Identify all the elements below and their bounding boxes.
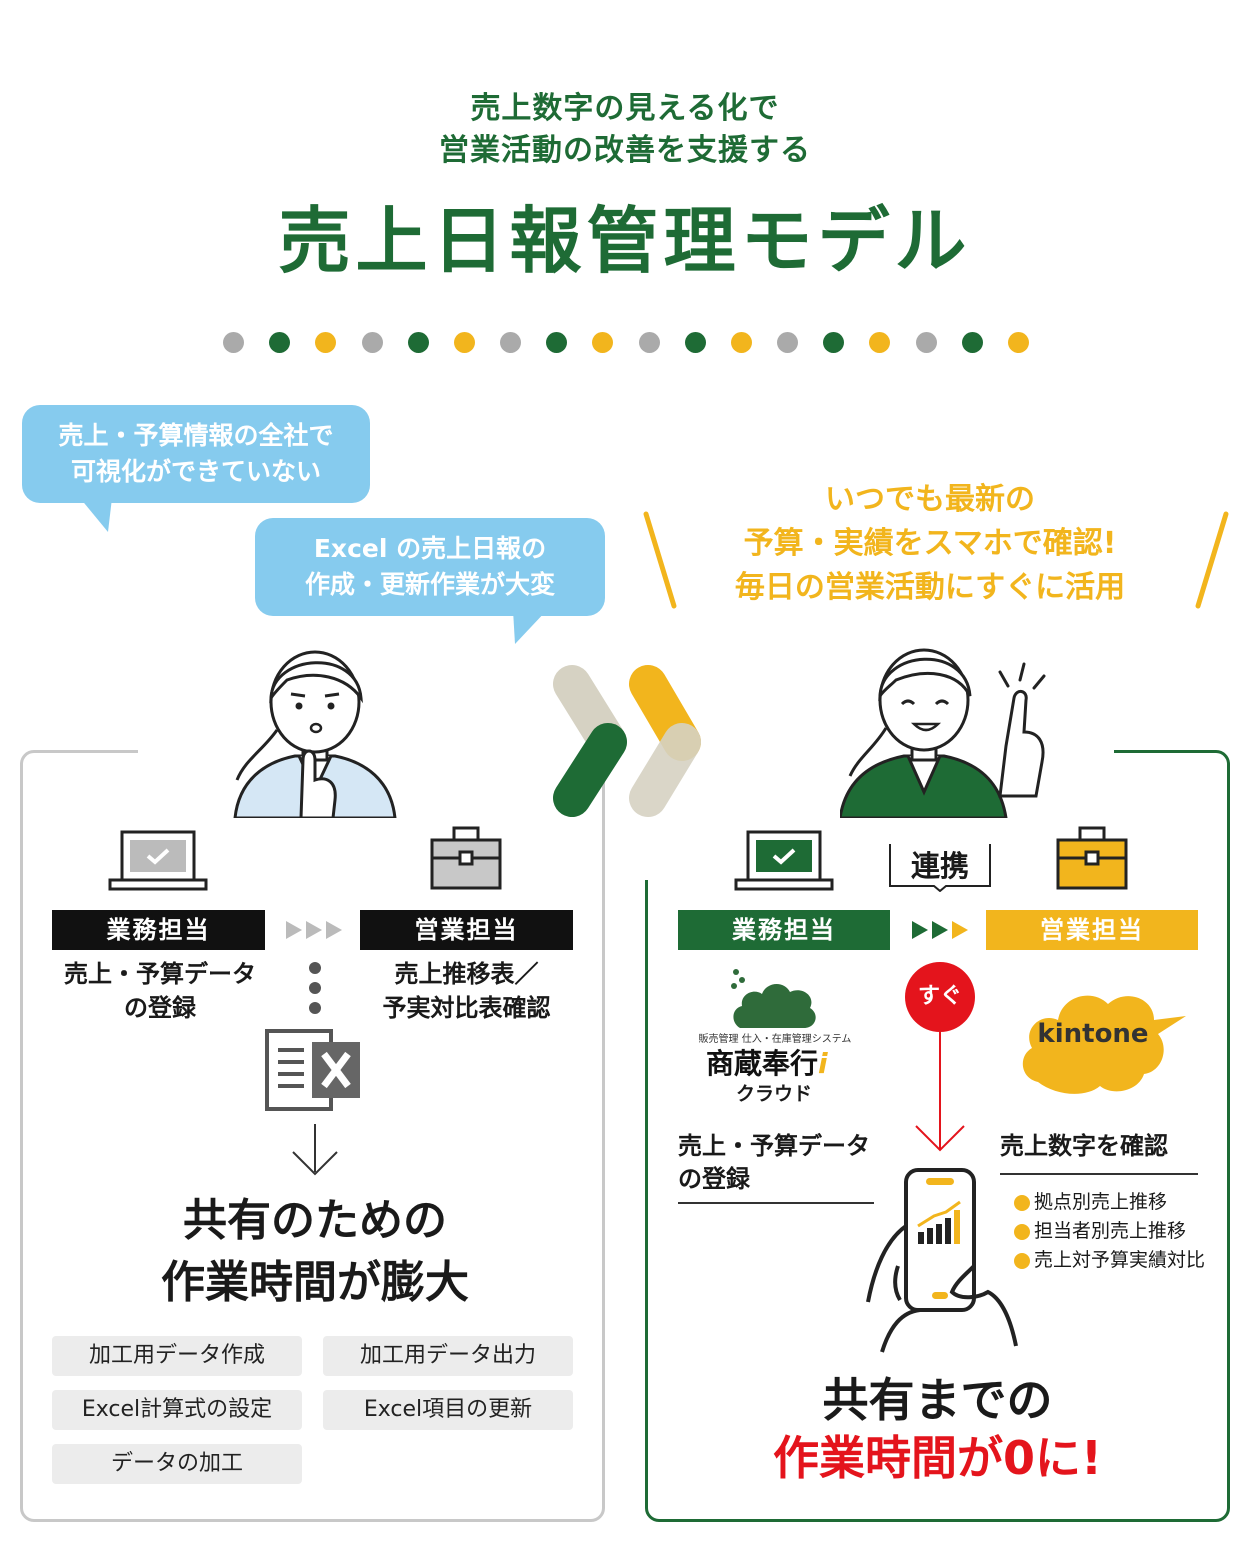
after-result-line-1: 共有までの	[822, 1373, 1053, 1427]
chevron-arrows-icon	[553, 665, 701, 817]
excel-icon	[265, 1029, 360, 1111]
kintone-cloud-logo	[1022, 995, 1186, 1094]
after-result-line-2: 作業時間が0に!	[773, 1431, 1102, 1485]
vertical-dots-icon	[309, 962, 321, 1014]
product-name-text: 商蔵奉行	[706, 1047, 819, 1080]
instant-badge: すぐ	[905, 962, 975, 1032]
after-message-line-1: いつでも最新の	[825, 482, 1035, 517]
list-item: 売上対予算実績対比	[1014, 1246, 1234, 1275]
desc-data-registration: 売上・予算データ の登録	[40, 957, 280, 1025]
desc-line-2: の登録	[124, 994, 196, 1022]
bubble-1-line-1: 売上・予算情報の全社で	[58, 421, 334, 450]
divider-dot	[1007, 331, 1029, 353]
role-label-operations: 業務担当	[678, 910, 890, 950]
divider-dot	[269, 331, 291, 353]
product-tree-logo	[731, 969, 816, 1028]
laptop-icon	[108, 830, 208, 891]
task-tag: 加工用データ作成	[52, 1336, 302, 1376]
dot-divider	[223, 330, 1029, 354]
happy-person-illustration	[840, 648, 1046, 818]
divider-dot	[777, 331, 799, 353]
page-title: 売上日報管理モデル	[278, 199, 972, 283]
smartphone-hand-illustration	[866, 1168, 1018, 1353]
after-message: いつでも最新の 予算・実績をスマホで確認! 毎日の営業活動にすぐに活用	[650, 478, 1210, 610]
desc-line-2: の登録	[678, 1165, 750, 1193]
product-name: 商蔵奉行i	[706, 1046, 856, 1082]
bullet-icon	[1014, 1252, 1030, 1269]
divider-dot	[546, 331, 568, 353]
before-result: 共有のための 作業時間が膨大	[40, 1190, 590, 1314]
divider-dot	[684, 331, 706, 353]
product-suffix: クラウド	[736, 1083, 813, 1105]
task-tag: Excel項目の更新	[323, 1390, 573, 1430]
role-label-operations: 業務担当	[52, 910, 265, 950]
divider	[1000, 1173, 1198, 1175]
task-tag: Excel計算式の設定	[52, 1390, 302, 1430]
divider-dot	[915, 331, 937, 353]
down-arrow-icon	[292, 1124, 338, 1176]
subtitle-line-2: 営業活動の改善を支援する	[439, 133, 811, 168]
desc-line-1: 売上・予算データ	[678, 1132, 870, 1160]
divider-dot	[407, 331, 429, 353]
divider-dot	[823, 331, 845, 353]
list-item-label: 売上対予算実績対比	[1034, 1249, 1206, 1271]
desc-line-1: 売上推移表／	[394, 960, 539, 988]
divider-dot	[315, 331, 337, 353]
divider-dot	[592, 331, 614, 353]
kintone-label: kintone	[1037, 1019, 1149, 1049]
triple-arrow-icon	[286, 921, 342, 939]
briefcase-icon	[1056, 826, 1128, 890]
list-item: 担当者別売上推移	[1014, 1217, 1234, 1246]
speech-bubble-excel: Excel の売上日報の 作成・更新作業が大変	[255, 518, 605, 616]
task-tag: 加工用データ出力	[323, 1336, 573, 1376]
speech-bubble-visibility: 売上・予算情報の全社で 可視化ができていない	[22, 405, 370, 503]
list-item: 拠点別売上推移	[1014, 1188, 1234, 1217]
before-result-line-2: 作業時間が膨大	[161, 1257, 469, 1308]
bubble-2-tail	[513, 610, 547, 644]
divider	[678, 1202, 874, 1204]
role-label-sales: 営業担当	[360, 910, 573, 950]
laptop-icon	[734, 830, 834, 891]
after-message-line-3: 毎日の営業活動にすぐに活用	[734, 570, 1126, 605]
role-label-sales: 営業担当	[986, 910, 1198, 950]
desc-line-2: 予実対比表確認	[382, 994, 551, 1022]
divider-dot	[361, 331, 383, 353]
subtitle: 売上数字の見える化で 営業活動の改善を支援する	[0, 88, 1250, 172]
bubble-2-line-1: Excel の売上日報の	[313, 534, 547, 563]
slash-left-icon	[643, 511, 677, 609]
divider-dot	[500, 331, 522, 353]
confirm-list: 拠点別売上推移 担当者別売上推移 売上対予算実績対比	[1014, 1188, 1234, 1275]
bubble-1-tail	[80, 498, 112, 532]
list-item-label: 拠点別売上推移	[1034, 1191, 1168, 1213]
briefcase-icon	[430, 826, 502, 890]
subtitle-line-1: 売上数字の見える化で	[470, 91, 780, 126]
bubble-2-line-2: 作成・更新作業が大変	[304, 570, 555, 599]
after-message-line-2: 予算・実績をスマホで確認!	[743, 526, 1117, 561]
divider-dot	[869, 331, 891, 353]
worried-person-illustration	[233, 650, 397, 818]
red-down-arrow-icon	[915, 1030, 965, 1152]
bubble-1-line-2: 可視化ができていない	[70, 457, 321, 486]
slash-right-icon	[1195, 511, 1229, 609]
product-i-mark: i	[818, 1047, 828, 1080]
triple-arrow-icon	[912, 921, 968, 939]
divider-dot	[223, 331, 244, 353]
divider-dot	[730, 331, 752, 353]
task-tag: データの加工	[52, 1444, 302, 1484]
desc-line-1: 売上・予算データ	[64, 960, 256, 988]
divider-dot	[638, 331, 660, 353]
divider-dot	[453, 331, 475, 353]
before-result-line-1: 共有のための	[183, 1195, 447, 1246]
product-subtitle: 販売管理 仕入・在庫管理システム	[698, 1034, 852, 1045]
bullet-icon	[1014, 1194, 1030, 1211]
link-bracket	[889, 844, 991, 892]
desc-report-check: 売上推移表／ 予実対比表確認	[360, 957, 573, 1025]
divider-dot	[961, 331, 983, 353]
confirm-title: 売上数字を確認	[1000, 1132, 1168, 1160]
list-item-label: 担当者別売上推移	[1034, 1220, 1187, 1242]
bullet-icon	[1014, 1223, 1030, 1240]
link-label: 連携	[910, 849, 969, 883]
desc-data-registration: 売上・予算データ の登録	[678, 1130, 878, 1196]
